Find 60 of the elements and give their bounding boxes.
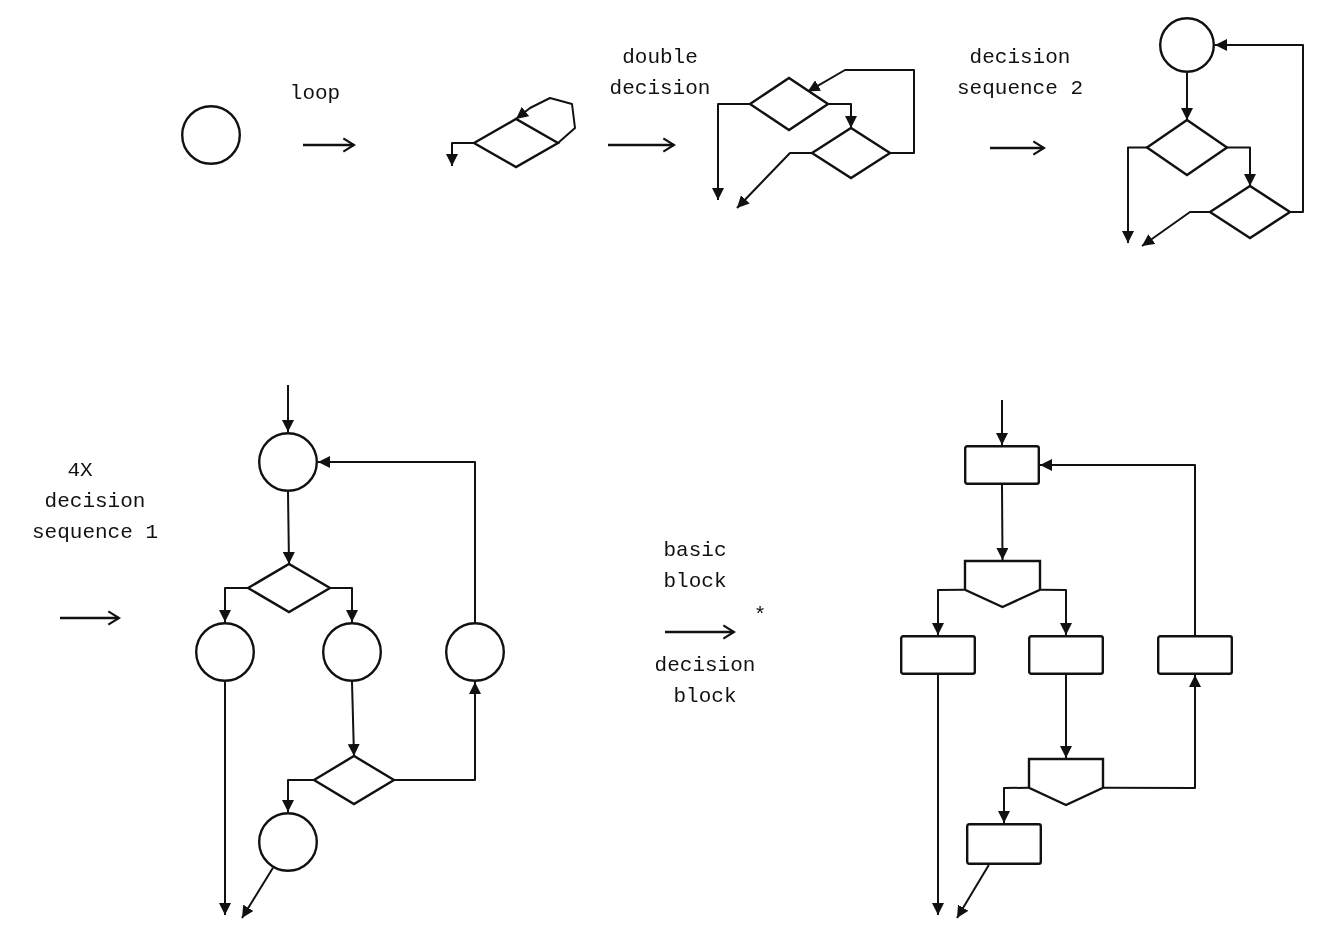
decision-diamond bbox=[750, 78, 828, 130]
flow-arrow bbox=[996, 399, 1008, 446]
transformation-label: 4X bbox=[66, 458, 94, 484]
process-box bbox=[900, 635, 976, 675]
flow-arrow bbox=[1039, 459, 1196, 636]
decision-diamond bbox=[1147, 120, 1227, 175]
transformation-label: loop bbox=[288, 81, 342, 107]
process-box bbox=[1157, 635, 1233, 675]
flow-arrow bbox=[712, 103, 751, 201]
decision-diamond bbox=[474, 119, 558, 167]
flow-arrow bbox=[1214, 39, 1304, 213]
flow-arrow bbox=[1103, 674, 1201, 789]
flow-arrow bbox=[446, 142, 475, 167]
transformation-label: decision block bbox=[653, 653, 757, 710]
flow-arrow bbox=[1181, 72, 1193, 121]
flow-arrow bbox=[317, 456, 476, 623]
flow-arrow bbox=[282, 779, 315, 813]
flow-arrow bbox=[932, 588, 965, 636]
transformation-label: basic block bbox=[662, 538, 728, 595]
transformation-label: decision sequence 2 bbox=[956, 45, 1084, 102]
flow-arrow bbox=[827, 103, 857, 129]
flow-arrow bbox=[736, 152, 813, 209]
flow-arrow bbox=[806, 69, 915, 154]
flow-arrow bbox=[347, 681, 360, 757]
flow-arrow bbox=[1122, 146, 1148, 244]
decision-block bbox=[964, 560, 1041, 608]
flow-arrow bbox=[329, 587, 358, 623]
flow-arrow bbox=[1040, 588, 1072, 636]
circle-node bbox=[258, 812, 318, 872]
flow-arrow bbox=[998, 786, 1029, 824]
flow-arrow bbox=[282, 491, 295, 565]
flow-arrow bbox=[282, 384, 294, 433]
process-box bbox=[1028, 635, 1104, 675]
flow-arrow bbox=[1141, 211, 1211, 247]
decision-diamond bbox=[314, 756, 394, 804]
flow-arrow bbox=[996, 484, 1009, 561]
transformation-label: * bbox=[752, 603, 768, 629]
transformation-label: double decision bbox=[608, 45, 712, 102]
decision-diamond bbox=[248, 564, 330, 612]
circle-node bbox=[181, 105, 241, 165]
decision-diamond bbox=[1210, 186, 1290, 238]
process-box bbox=[964, 445, 1040, 485]
flow-arrow bbox=[956, 864, 990, 919]
flow-arrow bbox=[219, 587, 249, 623]
circle-node bbox=[445, 622, 505, 682]
flow-arrow bbox=[515, 97, 576, 144]
circle-node bbox=[195, 622, 255, 682]
circle-node bbox=[322, 622, 382, 682]
flow-arrow bbox=[241, 866, 274, 919]
flow-arrow bbox=[393, 681, 481, 781]
transformation-label: decision sequence 1 bbox=[31, 489, 159, 546]
circle-node bbox=[258, 432, 318, 492]
flow-arrow bbox=[1226, 146, 1256, 187]
flow-arrow bbox=[1060, 674, 1072, 759]
decision-block bbox=[1028, 758, 1104, 806]
flow-arrow bbox=[932, 674, 944, 916]
circle-node bbox=[1159, 17, 1215, 73]
process-box bbox=[966, 823, 1042, 865]
flow-arrow bbox=[219, 681, 231, 916]
decision-diamond bbox=[812, 128, 890, 178]
